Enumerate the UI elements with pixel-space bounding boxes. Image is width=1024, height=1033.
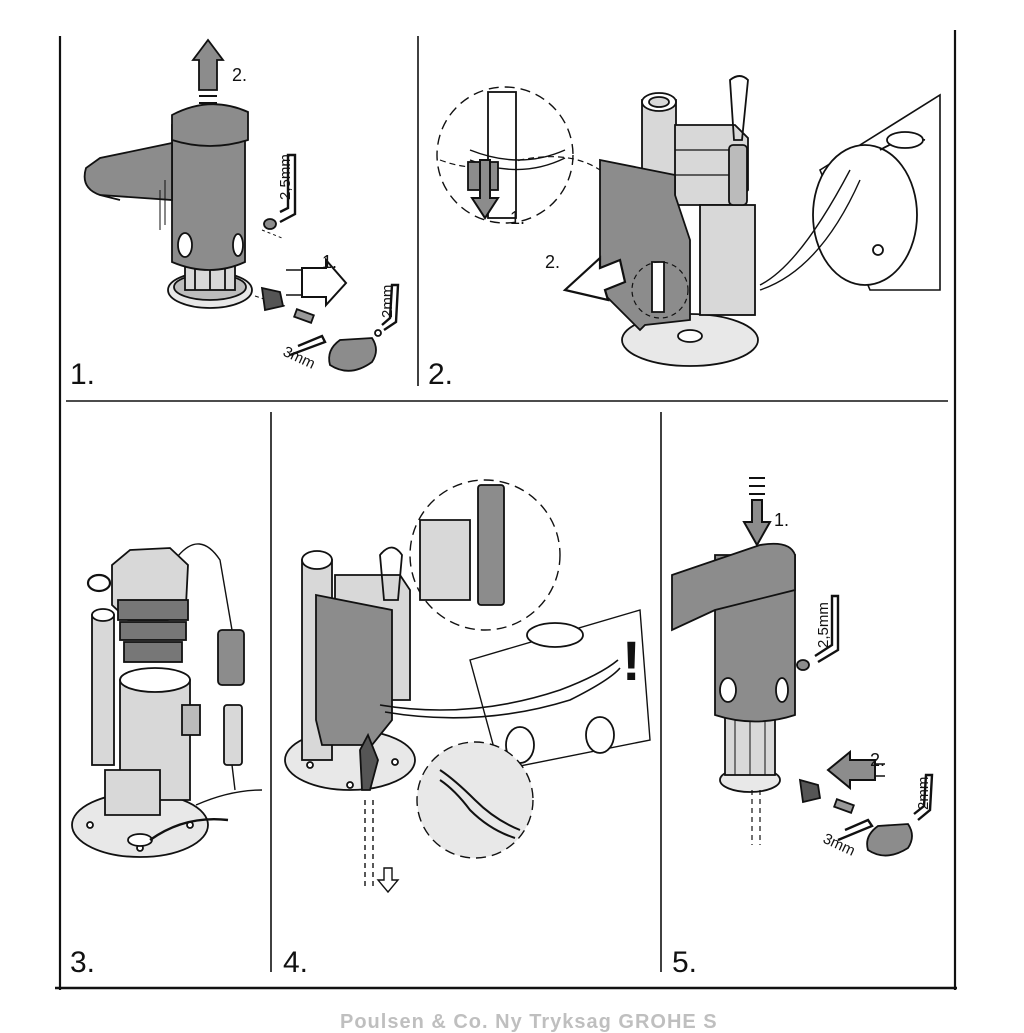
footer-print-text: Poulsen & Co. Ny Tryksag GROHE S <box>340 1011 718 1033</box>
step-1-arrow-label-pull: 1. <box>322 252 337 272</box>
step-5-arrow-label-push: 2. <box>870 750 885 770</box>
step-5-illustration <box>671 477 934 857</box>
step-4-warning-mark: ! <box>622 629 641 692</box>
step-5-tool-label-hex-key: 2,5mm <box>815 602 832 648</box>
step-1-number: 1. <box>70 358 96 391</box>
step-4-number: 4. <box>283 946 309 979</box>
step-3-number: 3. <box>70 946 96 979</box>
step-4-illustration <box>284 479 651 894</box>
step-1-tool-label-hex-key: 2,5mm <box>277 154 294 200</box>
step-2-number: 2. <box>428 358 454 391</box>
step-1-illustration <box>83 38 400 372</box>
step-2-arrow-label-press: 1. <box>510 208 525 228</box>
step-5-arrow-label-press: 1. <box>774 510 789 530</box>
step-5-number: 5. <box>672 946 698 979</box>
panel-frame <box>55 30 957 990</box>
step-3-illustration <box>71 543 263 858</box>
step-2-illustration <box>436 75 941 367</box>
step-5-tool-label-hex-key-2mm: 2mm <box>915 777 932 810</box>
step-1-tool-label-hex-key-2mm: 2mm <box>379 285 396 318</box>
step-2-arrow-label-remove: 2. <box>545 252 560 272</box>
step-1-arrow-label-lift: 2. <box>232 65 247 85</box>
